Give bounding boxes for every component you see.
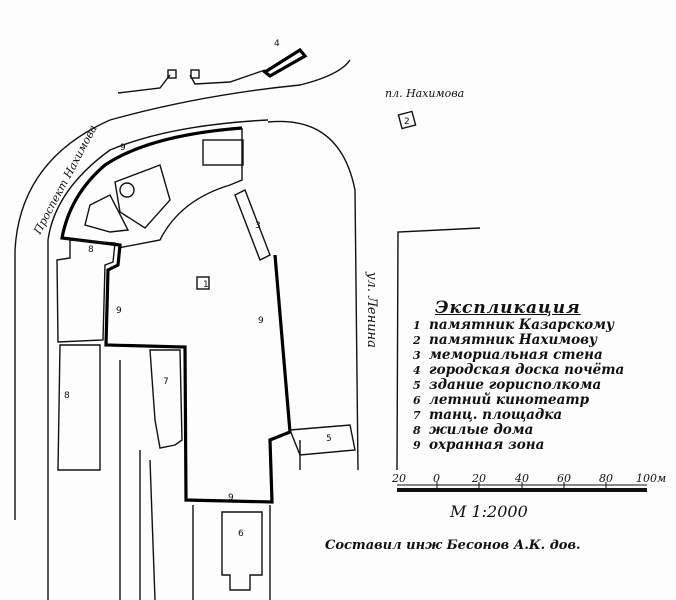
marker-6: 6 <box>238 529 244 539</box>
legend-label: здание горисполкома <box>429 377 602 393</box>
marker-8: 8 <box>64 391 70 401</box>
legend-number: 2 <box>413 334 421 347</box>
scale-tick: 0 <box>433 472 440 485</box>
prospect-outer-edge <box>14 59 351 520</box>
scale-tick: 100м <box>636 472 666 485</box>
legend-label: памятник Казарскому <box>429 317 615 333</box>
houses-8-north <box>56 239 116 343</box>
legend-label: танц. площадка <box>429 407 563 423</box>
marker-9: 9 <box>258 316 264 326</box>
kiosk <box>167 69 177 79</box>
scale-ratio: М 1:2000 <box>450 502 528 521</box>
summer-cinema-6 <box>221 511 263 591</box>
top-path <box>117 69 266 94</box>
legend-label: городская доска почёта <box>429 362 625 378</box>
legend-title: Экспликация <box>435 298 581 318</box>
legend-number: 5 <box>413 379 421 392</box>
lenin-street-edge <box>396 227 481 471</box>
marker-5: 5 <box>326 434 332 444</box>
honor-board-4 <box>262 47 308 78</box>
scale-tick: 40 <box>514 472 529 485</box>
paths-south <box>119 360 301 600</box>
dance-floor-7 <box>149 349 183 449</box>
park-edge <box>117 128 243 249</box>
scale-bar: 20 0 20 40 60 80 100м <box>391 472 666 492</box>
marker-1: 1 <box>203 280 209 290</box>
legend-number: 6 <box>413 394 421 407</box>
legend-label: жилые дома <box>429 422 534 438</box>
marker-9: 9 <box>228 493 234 503</box>
marker-9: 9 <box>116 306 122 316</box>
legend: Экспликация 1 памятник Казарскому 2 памятн… <box>413 298 624 453</box>
legend-item: 1 памятник Казарскому <box>413 318 624 333</box>
legend-number: 8 <box>413 424 421 437</box>
square-road-edge <box>267 120 359 471</box>
legend-label: летний кинотеатр <box>429 392 590 408</box>
legend-number: 9 <box>413 439 421 452</box>
legend-item: 4 городская доска почёта <box>413 363 624 378</box>
scale-tick: 20 <box>391 472 406 485</box>
scale-tick: 20 <box>471 472 486 485</box>
pavilion <box>202 139 244 166</box>
legend-item: 7 танц. площадка <box>413 408 624 423</box>
legend-item: 5 здание горисполкома <box>413 378 624 393</box>
marker-7: 7 <box>163 377 169 387</box>
legend-item: 8 жилые дома <box>413 423 624 438</box>
kiosk <box>190 69 200 79</box>
prospect-inner-edge <box>47 119 269 600</box>
legend-number: 7 <box>413 409 421 422</box>
marker-9: 9 <box>120 143 126 153</box>
marker-2: 2 <box>404 117 410 127</box>
legend-item: 9 охранная зона <box>413 438 624 453</box>
legend-label: мемориальная стена <box>429 347 603 363</box>
legend-label: памятник Нахимову <box>429 332 598 348</box>
protected-zone-boundary <box>60 126 292 504</box>
houses-8-south <box>57 344 101 471</box>
legend-label: охранная зона <box>429 437 545 453</box>
flower-beds <box>84 164 171 233</box>
square-label: пл. Нахимова <box>385 87 464 100</box>
marker-8: 8 <box>88 245 94 255</box>
monument-nakhimov <box>397 110 417 130</box>
legend-number: 1 <box>413 319 421 332</box>
author-credit: Составил инж Бесонов А.К. дов. <box>325 538 581 553</box>
monument-kazarsky <box>196 276 210 290</box>
legend-number: 3 <box>413 349 421 362</box>
legend-item: 3 мемориальная стена <box>413 348 624 363</box>
scale-tick: 60 <box>557 472 571 485</box>
legend-item: 6 летний кинотеатр <box>413 393 624 408</box>
executive-committee-5 <box>288 424 356 456</box>
legend-number: 4 <box>413 364 421 377</box>
scale-tick: 80 <box>599 472 613 485</box>
fountain <box>119 182 135 198</box>
legend-item: 2 памятник Нахимову <box>413 333 624 348</box>
memorial-wall-3 <box>234 189 271 261</box>
marker-4: 4 <box>274 39 280 49</box>
marker-3: 3 <box>255 221 261 231</box>
lenin-street-label: ул. Ленина <box>364 271 379 348</box>
